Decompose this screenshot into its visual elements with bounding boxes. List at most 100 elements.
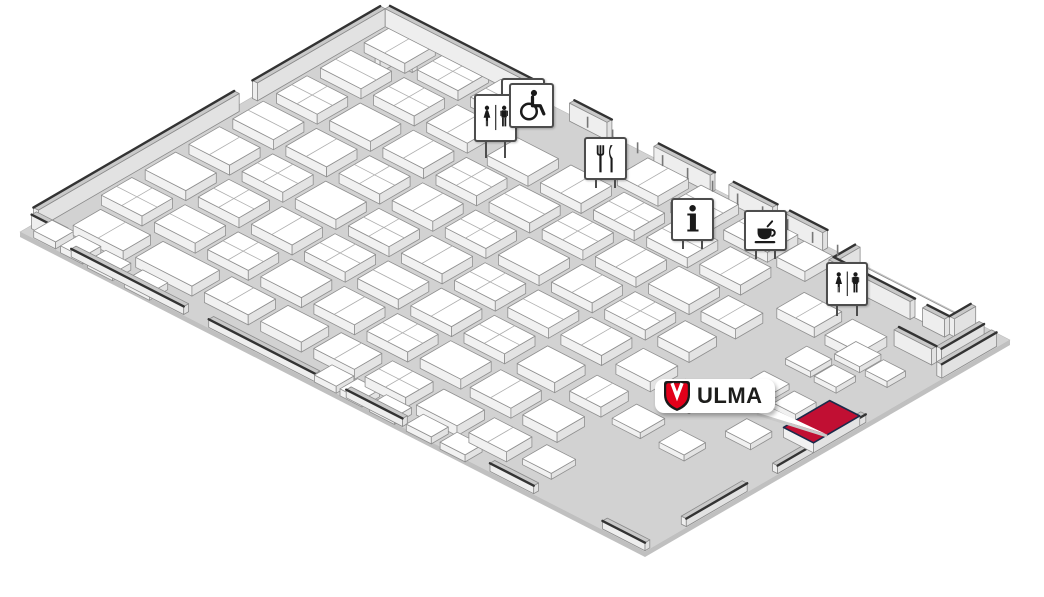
booth (454, 262, 527, 312)
booth (785, 345, 833, 378)
wall-segment (251, 4, 386, 102)
info-icon: i (686, 203, 699, 237)
booth (260, 304, 330, 353)
booth (468, 417, 533, 463)
booth (207, 231, 280, 281)
sign-leg (754, 249, 757, 259)
booth (347, 207, 420, 258)
sign-leg (855, 304, 858, 316)
booth (444, 209, 517, 259)
cafe-sign (744, 210, 787, 259)
booth (33, 219, 75, 250)
booth (488, 184, 561, 234)
sign-leg (681, 239, 684, 249)
booth (391, 182, 464, 232)
booth (251, 206, 323, 256)
booth (463, 314, 536, 365)
sign-leg (614, 178, 617, 188)
booth (382, 129, 455, 180)
booth (439, 431, 483, 463)
sign-leg (774, 249, 777, 259)
booth (154, 204, 227, 254)
booth (144, 151, 217, 202)
booth (595, 238, 667, 288)
sign-leg (484, 140, 487, 158)
coffee-icon (754, 219, 776, 243)
booth (516, 345, 586, 394)
booth (648, 265, 720, 316)
toilets-icon (483, 104, 508, 131)
booth (813, 364, 856, 394)
wall-segment (32, 89, 240, 229)
booth (834, 341, 882, 374)
booth (522, 398, 585, 443)
svg-text:i: i (686, 203, 699, 237)
booth (410, 287, 483, 338)
booth (373, 77, 446, 127)
booth (700, 295, 764, 340)
booth (469, 369, 542, 419)
wall-segment (601, 517, 651, 552)
wall-segment (207, 316, 321, 383)
booth (419, 340, 492, 390)
booth (405, 413, 449, 445)
booth (604, 291, 677, 341)
wall-segment (680, 480, 749, 527)
booth (232, 100, 305, 151)
wall-segment (936, 329, 998, 379)
booth (540, 164, 612, 214)
booth (203, 276, 276, 326)
booth (522, 444, 576, 480)
ulma-callout-text: ULMA (697, 383, 763, 408)
booth (593, 191, 665, 242)
sign-leg (701, 239, 704, 249)
booth (435, 156, 508, 207)
booth (285, 127, 358, 178)
wall-segment (70, 245, 190, 315)
wheelchair-icon (519, 89, 546, 121)
booth (72, 208, 151, 262)
toilets-icon (835, 271, 859, 296)
booth (338, 155, 411, 205)
sign-leg (594, 178, 597, 188)
booth (658, 429, 706, 462)
information-sign: i (671, 198, 714, 249)
booth (699, 246, 772, 296)
booth (260, 258, 333, 309)
booth (197, 178, 270, 229)
booth (551, 263, 623, 314)
booth (241, 153, 314, 203)
ulma-logo-shield-icon (664, 381, 690, 411)
booth (569, 374, 629, 418)
booth (864, 359, 906, 388)
booth (329, 102, 402, 152)
ulma-booth-highlight[interactable] (782, 399, 861, 454)
booth (313, 285, 386, 336)
booth (304, 233, 377, 283)
sign-leg (836, 304, 839, 316)
accessible-toilet-sign (509, 83, 554, 128)
booth (617, 157, 689, 207)
booth (725, 418, 773, 451)
booth (363, 24, 436, 74)
booth (776, 240, 833, 282)
booth (188, 126, 261, 176)
sign-leg (504, 140, 507, 158)
booth (319, 49, 392, 100)
ulma-callout-label[interactable]: ULMA (655, 379, 775, 413)
toilet-sign (826, 262, 868, 316)
booth (560, 316, 633, 366)
booth (276, 75, 349, 125)
booth (611, 403, 666, 440)
wall-segment (893, 325, 938, 366)
restaurant-icon (596, 144, 613, 173)
booth (101, 177, 173, 227)
booth (507, 289, 580, 339)
booth (401, 235, 474, 285)
booth (541, 211, 614, 261)
booth (135, 240, 220, 297)
booth (357, 260, 430, 310)
wall-segment (488, 460, 539, 495)
wall-segment (922, 303, 951, 338)
